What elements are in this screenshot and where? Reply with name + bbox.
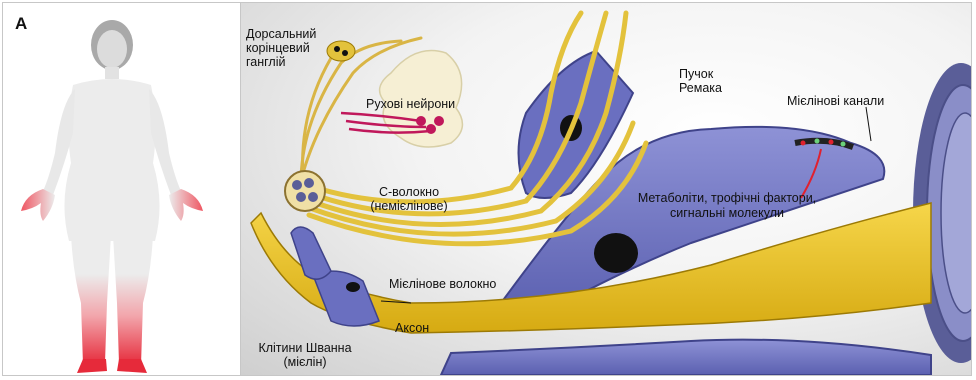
- remak-label-line2: Ремака: [679, 81, 722, 95]
- body-silhouette-illustration: [3, 3, 240, 375]
- metabolites-label-line1: Метаболіти, трофічні фактори,: [621, 191, 833, 205]
- myelin-channels-label: Мієлінові канали: [787, 94, 884, 108]
- schwann-label-line1: Клітини Шванна: [246, 341, 364, 355]
- myelin-fiber-label: Мієлінове волокно: [389, 277, 496, 291]
- c-fiber-label-line2: (немієлінове): [359, 199, 459, 213]
- drg-label-line1: Дорсальний: [246, 27, 316, 41]
- axon-label: Аксон: [395, 321, 429, 335]
- remak-label-line1: Пучок: [679, 67, 713, 81]
- drg-label-line2: корінцевий: [246, 41, 310, 55]
- c-fiber-label-line1: C-волокно: [359, 185, 459, 199]
- metabolites-label-line2: сигнальні молекули: [621, 206, 833, 220]
- panel-a-letter: А: [15, 14, 27, 34]
- schwann-label-line2: (мієлін): [246, 355, 364, 369]
- panel-a: А: [3, 3, 240, 375]
- drg-label-line3: ганглій: [246, 55, 285, 69]
- motor-neurons-label: Рухові нейрони: [366, 97, 455, 111]
- panel-b: Б Дорсальний корінцевий ганглій Рухові н…: [241, 3, 971, 375]
- nerve-fiber-illustration: [241, 3, 971, 375]
